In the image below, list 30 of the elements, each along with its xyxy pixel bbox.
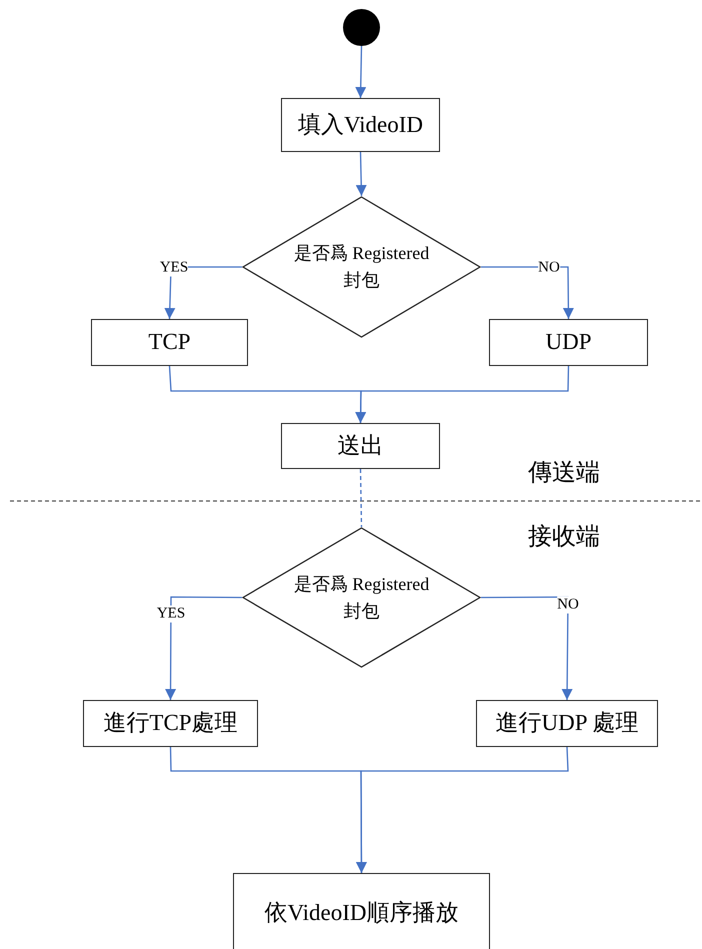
section-label: 傳送端 xyxy=(528,459,600,488)
process-box xyxy=(233,873,490,949)
edge-label: NO xyxy=(557,596,579,614)
start-node-circle xyxy=(343,9,380,46)
node-text: TCP xyxy=(148,328,191,356)
connector-line xyxy=(360,468,362,528)
node-text: 進行TCP處理 xyxy=(103,709,238,738)
edge-label: YES xyxy=(156,606,186,622)
node-text: 是否爲 Registered封包 xyxy=(292,242,430,292)
node-text: 填入VideoID xyxy=(298,110,424,139)
arrow xyxy=(481,596,573,700)
process-box xyxy=(83,700,258,747)
process-box xyxy=(476,700,658,747)
arrow xyxy=(481,266,574,319)
node-text: UDP xyxy=(545,328,592,356)
process-box xyxy=(281,423,440,469)
edge-label: YES xyxy=(160,260,188,276)
arrow xyxy=(356,152,367,196)
arrow xyxy=(165,596,242,700)
node-text: 是否爲 Registered封包 xyxy=(292,572,430,622)
process-box xyxy=(281,98,440,152)
arrow xyxy=(355,46,366,98)
arrow xyxy=(356,746,569,873)
node-text: 送出 xyxy=(338,432,384,460)
arrow xyxy=(355,366,570,424)
process-box xyxy=(489,319,648,366)
node-text: 進行UDP 處理 xyxy=(496,709,638,738)
process-box xyxy=(91,319,248,366)
section-label: 接收端 xyxy=(528,523,600,552)
node-text: 依VideoID順序播放 xyxy=(264,898,459,927)
